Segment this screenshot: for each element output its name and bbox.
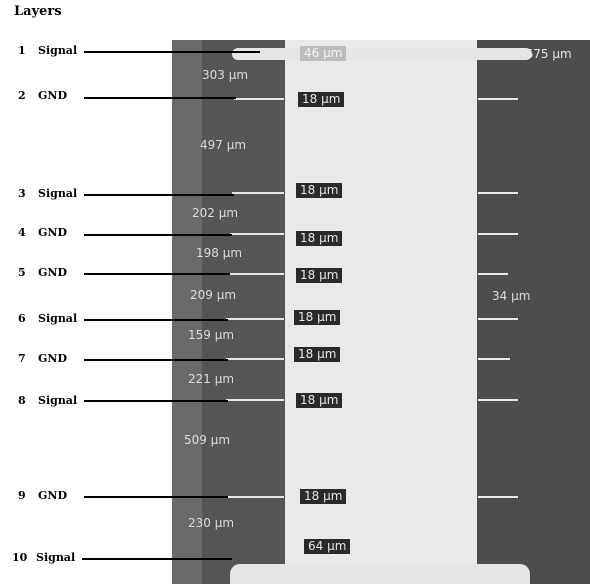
dielectric-label-7: 221 µm	[188, 372, 235, 386]
layer-label-1: 1 Signal	[18, 44, 78, 57]
leader-line-6	[84, 319, 228, 321]
layer-tick-right-2	[478, 98, 518, 100]
dielectric-label-2: 497 µm	[200, 138, 247, 152]
layer-tick-left-3	[232, 192, 284, 194]
thickness-label-6: 18 µm	[294, 310, 341, 325]
layer-tick-left-5	[228, 273, 284, 275]
thickness-label-10: 64 µm	[304, 539, 351, 554]
thickness-label-5: 18 µm	[296, 268, 343, 283]
layer-tick-left-4	[230, 233, 284, 235]
thickness-label-2: 18 µm	[298, 92, 345, 107]
dielectric-label-9: 230 µm	[188, 516, 235, 530]
layer-tick-right-5	[478, 273, 508, 275]
leader-line-9	[84, 496, 228, 498]
dielectric-label-6: 159 µm	[188, 328, 235, 342]
bottom-pad	[230, 564, 530, 584]
dielectric-label-1: 303 µm	[202, 68, 249, 82]
via-wall-label: 34 µm	[492, 289, 531, 303]
layer-tick-left-8	[226, 399, 284, 401]
thickness-label-3: 18 µm	[296, 183, 343, 198]
dielectric-label-8: 509 µm	[184, 433, 231, 447]
layers-title: Layers	[14, 4, 62, 19]
layer-label-8: 8 Signal	[18, 394, 78, 407]
cross-section-image: 46 µm 18 µm 18 µm 18 µm 18 µm 18 µm 18 µ…	[172, 40, 590, 584]
leader-line-2	[84, 97, 236, 99]
layer-label-3: 3 Signal	[18, 187, 78, 200]
layer-tick-right-9	[478, 496, 518, 498]
layer-tick-left-6	[226, 318, 284, 320]
layer-tick-right-3	[478, 192, 518, 194]
board-thickness-label: 2675 µm	[518, 47, 572, 61]
layer-tick-right-8	[478, 399, 518, 401]
leader-line-3	[84, 194, 234, 196]
leader-line-7	[84, 359, 228, 361]
layer-label-10: 10 Signal	[12, 551, 76, 564]
dielectric-label-4: 198 µm	[196, 246, 243, 260]
layer-tick-left-9	[226, 496, 284, 498]
thickness-label-1: 46 µm	[300, 46, 347, 61]
leader-line-8	[84, 400, 228, 402]
layer-label-6: 6 Signal	[18, 312, 78, 325]
thickness-label-4: 18 µm	[296, 231, 343, 246]
layer-tick-right-4	[478, 233, 518, 235]
leader-line-5	[84, 273, 230, 275]
layer-label-2: 2 GND	[18, 89, 67, 102]
leader-line-10	[82, 558, 232, 560]
layer-tick-left-2	[234, 98, 284, 100]
layer-tick-right-7	[478, 358, 510, 360]
left-edge-shade	[172, 40, 202, 584]
dielectric-label-3: 202 µm	[192, 206, 239, 220]
leader-line-4	[84, 234, 232, 236]
leader-line-1	[84, 51, 260, 53]
layer-label-5: 5 GND	[18, 266, 67, 279]
thickness-label-8: 18 µm	[296, 393, 343, 408]
dielectric-label-5: 209 µm	[190, 288, 237, 302]
layer-tick-right-6	[478, 318, 518, 320]
layer-label-4: 4 GND	[18, 226, 67, 239]
layer-label-9: 9 GND	[18, 489, 67, 502]
top-pad	[232, 48, 532, 60]
layer-label-7: 7 GND	[18, 352, 67, 365]
thickness-label-7: 18 µm	[294, 347, 341, 362]
layer-tick-left-7	[226, 358, 284, 360]
right-dielectric	[477, 40, 590, 584]
thickness-label-9: 18 µm	[300, 489, 347, 504]
